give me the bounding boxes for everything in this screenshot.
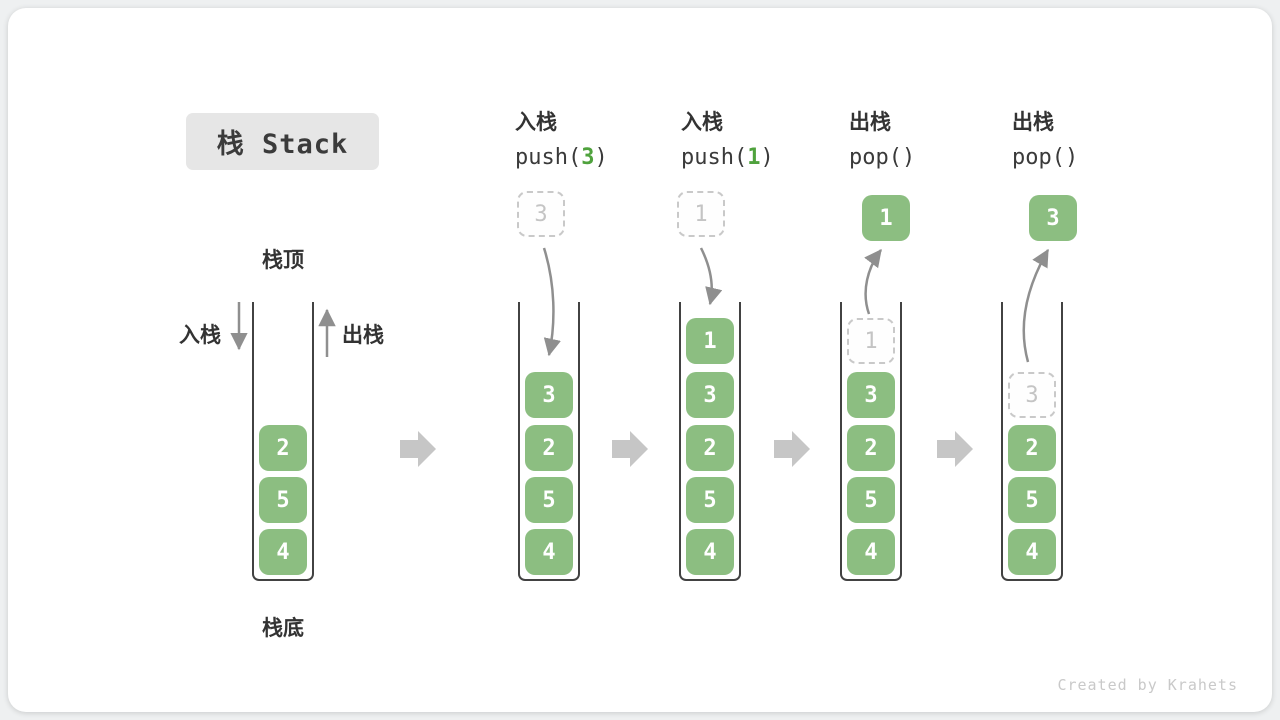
op-cn-label: 入栈 <box>681 110 723 134</box>
stack-cell: 4 <box>686 529 734 575</box>
stack-cell-removed: 3 <box>1008 372 1056 418</box>
popped-element-box: 3 <box>1029 195 1077 241</box>
next-step-arrow-icon <box>400 431 436 467</box>
op-label-push-3: 入栈 push(3) <box>515 104 675 175</box>
op-arg: 1 <box>747 145 761 170</box>
stack-container-2 <box>518 302 580 581</box>
stack-cell: 5 <box>686 477 734 523</box>
stack-cell: 4 <box>259 529 307 575</box>
next-step-arrow-icon <box>774 431 810 467</box>
op-label-pop-1: 出栈 pop() <box>849 104 1009 175</box>
popped-element-box: 1 <box>862 195 910 241</box>
op-cn-label: 出栈 <box>849 110 891 134</box>
stack-bottom-label: 栈底 <box>262 616 304 640</box>
op-code-label: pop() <box>1012 145 1079 170</box>
push-arrow-icon <box>699 247 723 306</box>
op-arg: 3 <box>581 145 595 170</box>
stack-cell: 4 <box>847 529 895 575</box>
diagram-title: 栈 Stack <box>186 113 379 170</box>
next-step-arrow-icon <box>612 431 648 467</box>
stack-cell: 2 <box>847 425 895 471</box>
incoming-element-box: 3 <box>517 191 565 237</box>
op-code-label: push(1) <box>681 145 774 170</box>
stack-container-1 <box>252 302 314 581</box>
op-code-label: push(3) <box>515 145 608 170</box>
push-direction-label: 入栈 <box>179 323 221 347</box>
stack-cell: 2 <box>1008 425 1056 471</box>
stack-cell: 3 <box>525 372 573 418</box>
incoming-element-box: 1 <box>677 191 725 237</box>
stack-cell: 5 <box>847 477 895 523</box>
stack-cell: 2 <box>259 425 307 471</box>
op-code-label: pop() <box>849 145 916 170</box>
pop-direction-label: 出栈 <box>342 323 384 347</box>
stack-cell: 1 <box>686 318 734 364</box>
stack-cell: 5 <box>525 477 573 523</box>
credit-watermark: Created by Krahets <box>1057 676 1238 694</box>
op-cn-label: 出栈 <box>1012 110 1054 134</box>
stack-cell-removed: 1 <box>847 318 895 364</box>
stack-cell: 5 <box>1008 477 1056 523</box>
stack-top-label: 栈顶 <box>262 248 304 272</box>
stack-cell: 5 <box>259 477 307 523</box>
stack-cell: 2 <box>686 425 734 471</box>
op-label-pop-3: 出栈 pop() <box>1012 104 1172 175</box>
next-step-arrow-icon <box>937 431 973 467</box>
op-label-push-1: 入栈 push(1) <box>681 104 841 175</box>
stack-container-3 <box>679 302 741 581</box>
stack-cell: 3 <box>686 372 734 418</box>
stack-container-4 <box>840 302 902 581</box>
stack-cell: 4 <box>1008 529 1056 575</box>
stack-cell: 3 <box>847 372 895 418</box>
op-cn-label: 入栈 <box>515 110 557 134</box>
stack-container-5 <box>1001 302 1063 581</box>
stack-cell: 4 <box>525 529 573 575</box>
stack-cell: 2 <box>525 425 573 471</box>
